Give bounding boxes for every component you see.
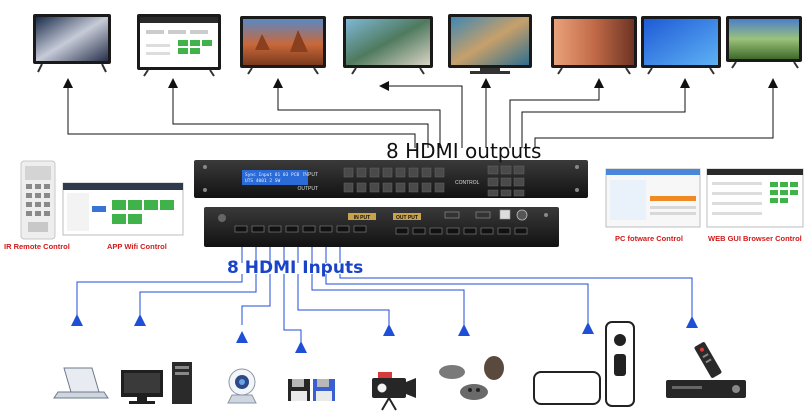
media-box-icon bbox=[533, 321, 635, 407]
out-put-label: OUT PUT bbox=[396, 215, 418, 221]
lcd-line-2: UTS 4001 2 SW bbox=[245, 178, 281, 184]
hdmi-input-ports bbox=[234, 225, 367, 233]
pc-software-control-label: PC fotware Control bbox=[615, 234, 683, 243]
output-display-landscape-tv bbox=[726, 16, 802, 69]
hdmi-output-ports bbox=[395, 227, 528, 235]
control-buttons bbox=[487, 165, 525, 197]
rs232-port-icon bbox=[444, 211, 460, 219]
pc-tower-icon bbox=[121, 362, 192, 404]
input-buttons bbox=[343, 167, 445, 178]
webcam-icon bbox=[227, 368, 257, 404]
floppy-icon bbox=[288, 379, 335, 401]
matrix-front-panel: Sync Input 01 03 PCB UTS 4001 2 SW INPUT… bbox=[194, 160, 588, 198]
set-top-box-icon bbox=[666, 342, 746, 398]
output-display-sunset-tv bbox=[551, 16, 637, 75]
ir-remote-image bbox=[20, 160, 56, 240]
web-gui-screenshot bbox=[706, 168, 804, 228]
in-put-label: IN PUT bbox=[354, 215, 370, 221]
rs232-port-icon bbox=[475, 211, 491, 219]
input-connection-lines bbox=[76, 247, 693, 345]
pc-software-screenshot bbox=[605, 168, 701, 228]
gamepad-icon bbox=[439, 356, 504, 400]
output-buttons bbox=[343, 182, 445, 193]
lcd-display bbox=[242, 170, 308, 185]
ethernet-port-icon bbox=[499, 209, 511, 220]
control-label: CONTROL bbox=[455, 180, 480, 186]
output-display-aerial-tv bbox=[448, 14, 532, 74]
output-display-galaxy-tv bbox=[33, 14, 111, 73]
output-display-coast-tv bbox=[343, 16, 433, 75]
input-row-label: INPUT bbox=[303, 172, 318, 178]
app-wifi-screenshot bbox=[62, 182, 184, 236]
inputs-title: 8 HDMI Inputs bbox=[227, 258, 364, 278]
laptop-icon bbox=[53, 367, 109, 399]
power-connector-icon bbox=[516, 209, 528, 221]
app-wifi-control-label: APP Wifi Control bbox=[107, 242, 167, 251]
outputs-title: 8 HDMI outputs bbox=[386, 139, 542, 163]
camcorder-icon bbox=[372, 372, 416, 411]
output-row-label: OUTPUT bbox=[297, 186, 318, 192]
matrix-rear-panel: IN PUT OUT PUT bbox=[204, 207, 559, 247]
ground-screw-icon bbox=[218, 214, 226, 222]
output-display-canyon-tv bbox=[240, 16, 326, 75]
lcd-line-1: Sync Input 01 03 PCB bbox=[245, 172, 299, 178]
output-connection-lines bbox=[67, 85, 774, 148]
web-gui-control-label: WEB GUI Browser Control bbox=[708, 234, 802, 243]
ir-remote-control-label: IR Remote Control bbox=[4, 242, 70, 251]
output-arrowheads bbox=[63, 78, 778, 91]
input-arrowheads bbox=[71, 314, 698, 353]
output-display-web-gui-monitor bbox=[137, 14, 221, 77]
output-display-blue-tv bbox=[641, 16, 721, 75]
